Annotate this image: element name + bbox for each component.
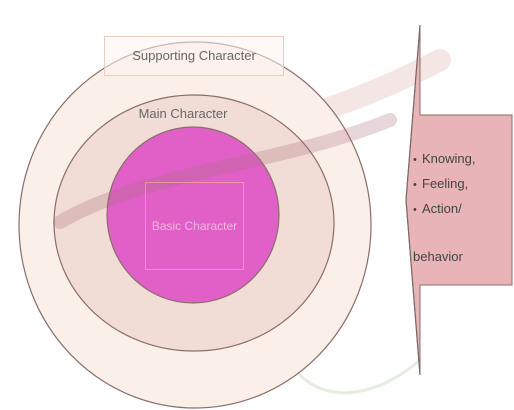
callout-item-knowing: •Knowing,: [413, 147, 512, 172]
callout-item-behavior: behavior: [413, 249, 463, 264]
bullet-icon: •: [413, 154, 417, 166]
supporting-character-label: Supporting Character: [104, 36, 284, 76]
bullet-icon: •: [413, 179, 417, 191]
core-overlay-swoosh: [53, 113, 397, 229]
callout-pointer-outline: [405, 24, 421, 376]
basic-character-label: Basic Character: [145, 182, 244, 270]
core-circle: [106, 126, 280, 304]
callout-item-action: •Action/: [413, 197, 512, 222]
callout-item-feeling: •Feeling,: [413, 172, 512, 197]
main-character-label: Main Character: [138, 106, 228, 121]
bullet-icon: •: [413, 204, 417, 216]
callout-list: •Knowing, •Feeling, •Action/ behavior: [409, 115, 512, 285]
